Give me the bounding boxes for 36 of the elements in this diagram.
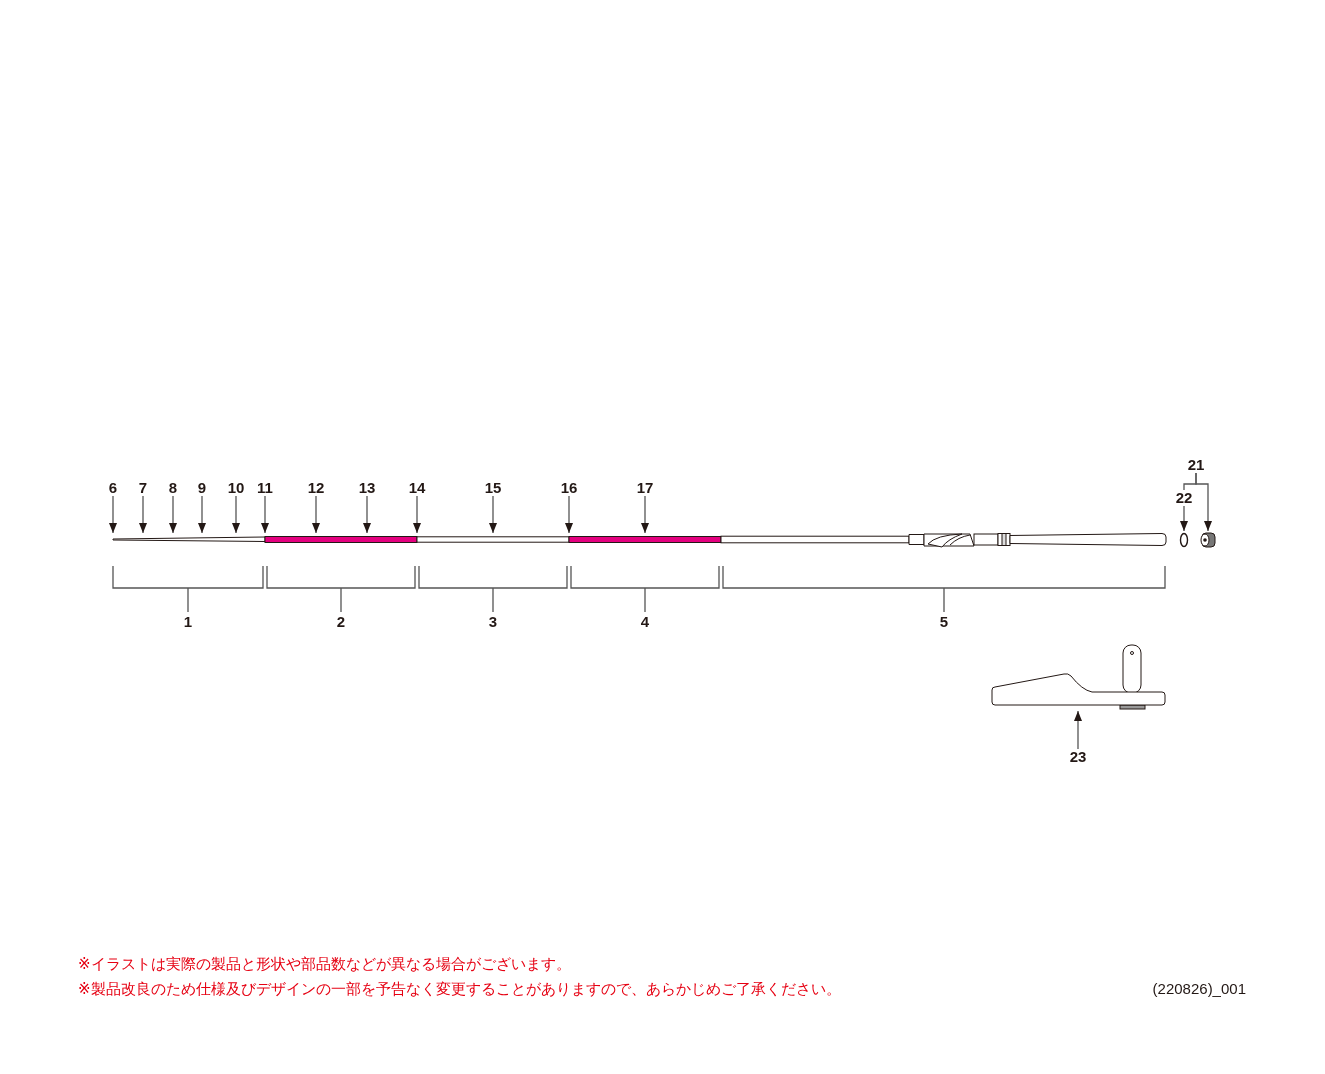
end-cap-drawing <box>1199 531 1217 549</box>
callout-number: 21 <box>1176 457 1216 473</box>
leader-line <box>565 495 573 534</box>
leader-line <box>1195 472 1212 532</box>
leader-line <box>312 495 320 534</box>
callout-number: 4 <box>639 614 651 630</box>
note-text: ※イラストは実際の製品と形状や部品数などが異なる場合がございます。 <box>78 955 571 973</box>
leader-line <box>1180 505 1188 532</box>
leader-line <box>489 495 497 534</box>
fishing-rod-drawing <box>112 533 1168 547</box>
callout-number: 3 <box>487 614 499 630</box>
callout-number: 13 <box>347 480 387 496</box>
leader-line <box>1074 710 1082 750</box>
leader-line <box>641 495 649 534</box>
rod-stand-drawing <box>988 643 1168 711</box>
leader-line <box>413 495 421 534</box>
callout-number: 12 <box>296 480 336 496</box>
leader-line <box>232 495 240 534</box>
callout-number: 17 <box>625 480 665 496</box>
leader-line <box>109 495 117 534</box>
callout-number: 16 <box>549 480 589 496</box>
callout-number: 14 <box>397 480 437 496</box>
leader-line <box>139 495 147 534</box>
callout-number: 5 <box>938 614 950 630</box>
ring-icon <box>1178 531 1190 549</box>
callout-number: 2 <box>335 614 347 630</box>
callout-number: 22 <box>1164 490 1204 506</box>
leader-line <box>261 495 269 534</box>
callout-number: 23 <box>1058 749 1098 765</box>
leader-line <box>169 495 177 534</box>
callout-number: 15 <box>473 480 513 496</box>
note-text: ※製品改良のため仕様及びデザインの一部を予告なく変更することがありますので、あらかじめご了承ください。 <box>78 980 841 998</box>
leader-line <box>198 495 206 534</box>
leader-line <box>363 495 371 534</box>
document-code: (220826)_001 <box>1152 980 1246 998</box>
callout-number: 1 <box>182 614 194 630</box>
